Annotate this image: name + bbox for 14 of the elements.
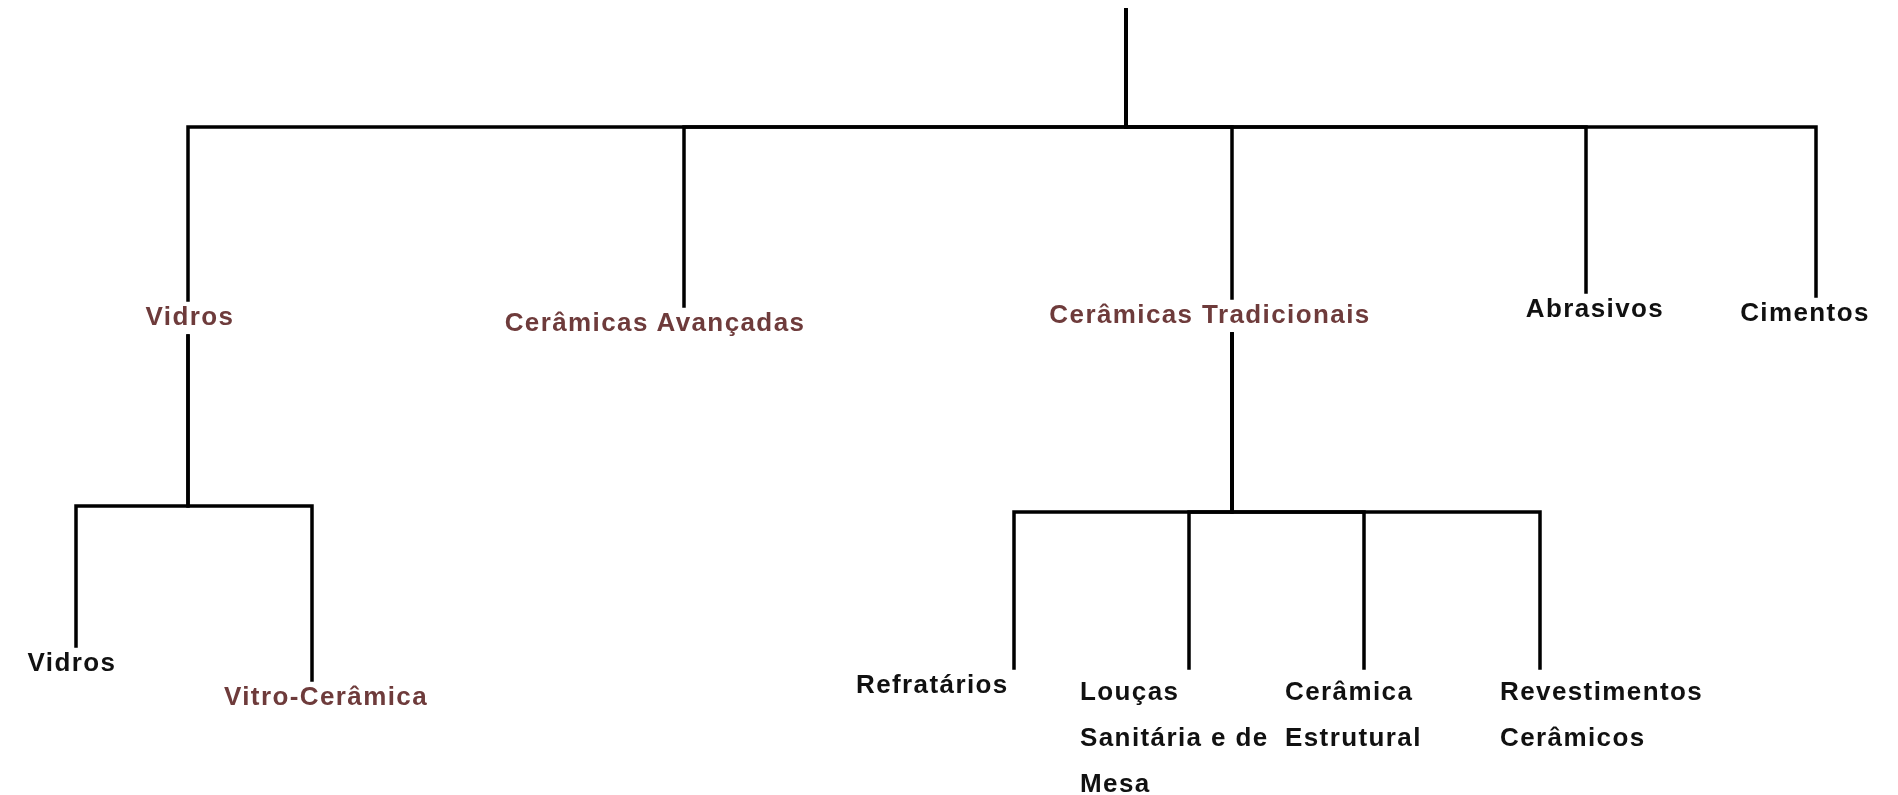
category-label: Louças Sanitária e de Mesa [1080, 668, 1270, 795]
category-label: Abrasivos [1506, 292, 1684, 324]
category-label: Vidros [130, 300, 250, 332]
category-label: Vitro-Cerâmica [176, 680, 476, 712]
category-label: Cerâmica Estrutural [1285, 668, 1475, 760]
category-label: Cerâmicas Avançadas [415, 306, 895, 338]
connector-line [1230, 332, 1542, 670]
category-label: Refratários [856, 668, 1052, 700]
connector-line [1124, 8, 1818, 298]
category-label: Vidros [10, 646, 134, 678]
connector-line [186, 334, 314, 682]
category-label: Cimentos [1718, 296, 1892, 328]
category-label: Revestimentos Cerâmicos [1500, 668, 1790, 760]
category-label: Cerâmicas Tradicionais [990, 298, 1430, 330]
